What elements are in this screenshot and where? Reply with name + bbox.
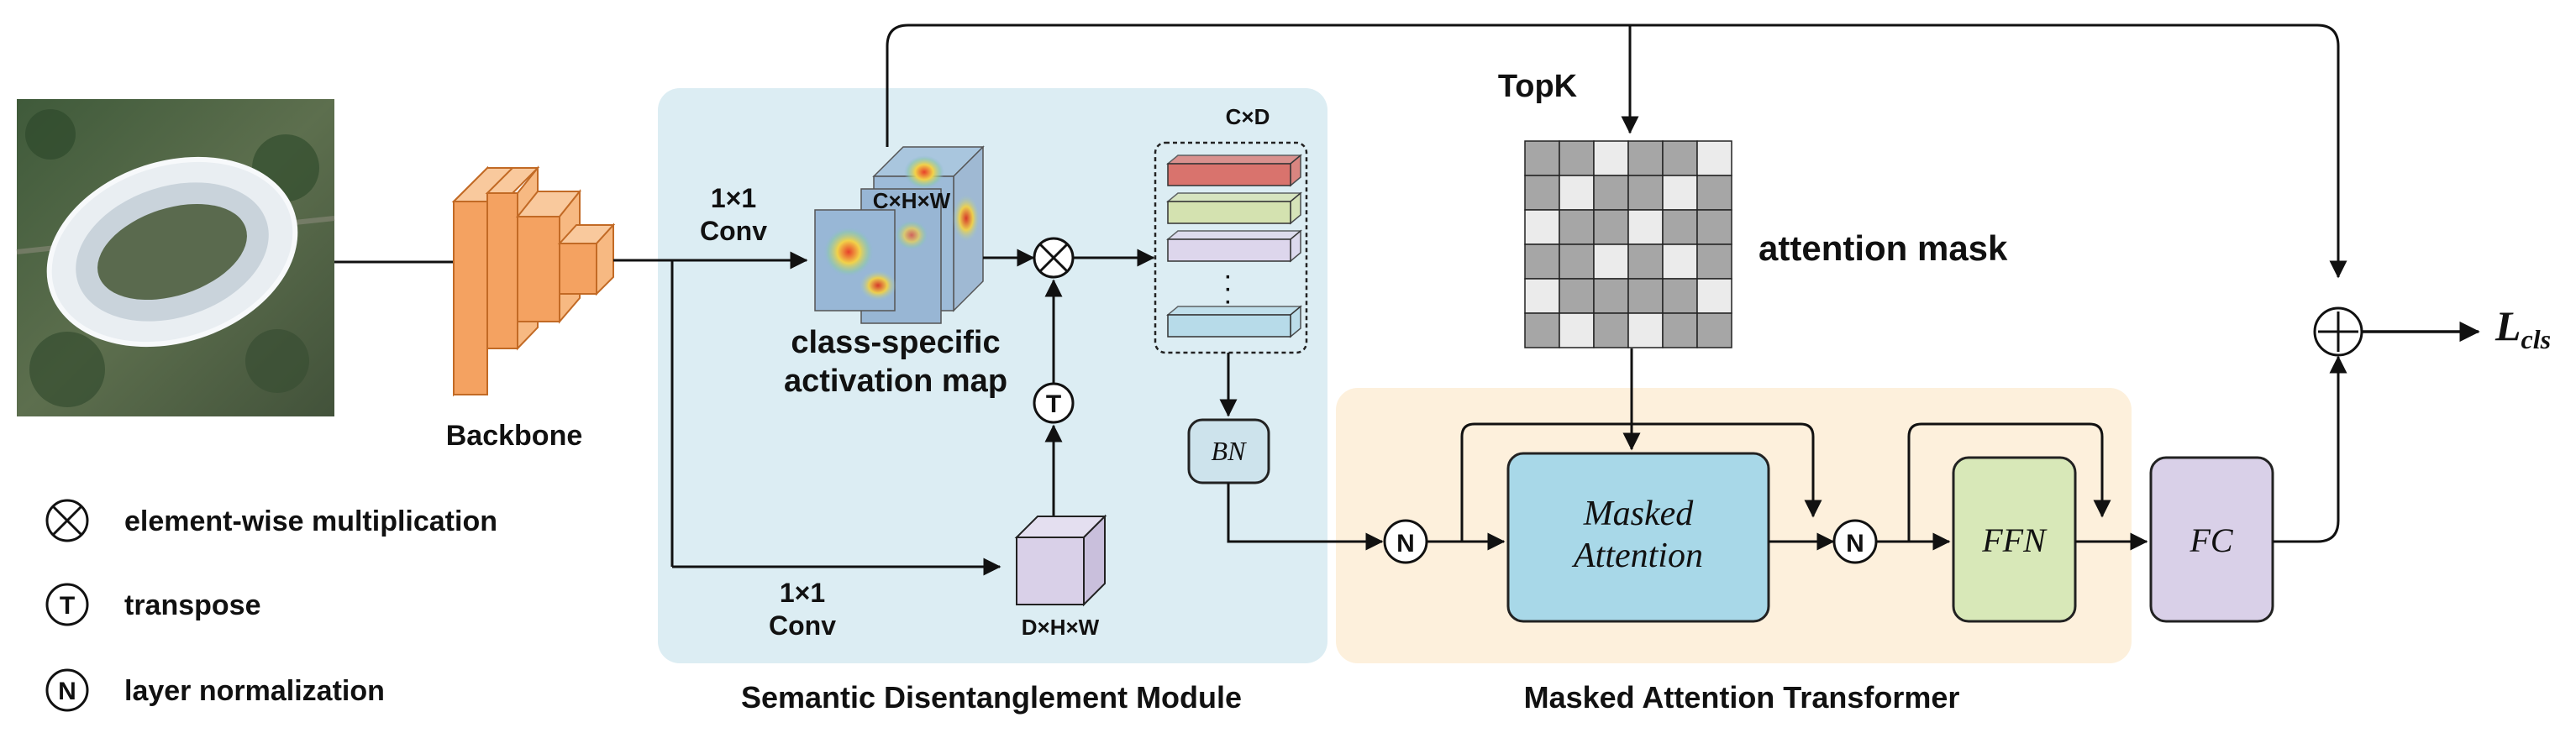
mask-cell bbox=[1627, 278, 1664, 314]
mask-cell bbox=[1559, 209, 1595, 245]
mask-cell bbox=[1662, 209, 1698, 245]
mask-cell bbox=[1559, 243, 1595, 280]
embed-dots-3: · bbox=[1225, 291, 1232, 314]
sum-operator bbox=[2313, 306, 2363, 357]
mask-cell bbox=[1696, 278, 1732, 314]
conv-bottom-label-1: 1×1 bbox=[780, 578, 825, 608]
mask-cell bbox=[1524, 243, 1560, 280]
embed-row bbox=[1167, 201, 1291, 224]
feature-block bbox=[1014, 514, 1107, 607]
legend-norm-symbol: N bbox=[58, 678, 76, 705]
embed-dots-1: · bbox=[1225, 266, 1232, 289]
mask-cell bbox=[1627, 175, 1664, 211]
embed-row-top bbox=[1165, 306, 1303, 316]
attention-mask-label: attention mask bbox=[1759, 228, 2008, 268]
masked-attention-block bbox=[1506, 452, 1770, 623]
mat-title: Masked Attention Transformer bbox=[1524, 680, 1960, 715]
mask-cell bbox=[1559, 278, 1595, 314]
legend-transpose-label: transpose bbox=[124, 589, 261, 621]
mask-cell bbox=[1696, 312, 1732, 348]
loss-main: L bbox=[2495, 302, 2521, 349]
mask-cell bbox=[1593, 175, 1629, 211]
mask-cell bbox=[1593, 243, 1629, 280]
embed-stack-frame bbox=[1154, 141, 1308, 354]
embed-dims: C×D bbox=[1226, 104, 1270, 129]
attention-mask-grid bbox=[1524, 140, 1732, 348]
embed-row-top bbox=[1165, 230, 1303, 240]
fc-block bbox=[2149, 456, 2274, 623]
loss-label: Lcls bbox=[2495, 302, 2551, 354]
mask-cell bbox=[1593, 312, 1629, 348]
mask-cell bbox=[1696, 209, 1732, 245]
mask-cell bbox=[1662, 243, 1698, 280]
embed-row-top bbox=[1165, 154, 1303, 165]
mask-cell bbox=[1627, 243, 1664, 280]
multiply-operator bbox=[1033, 237, 1075, 279]
backbone-label: Backbone bbox=[446, 420, 583, 452]
legend: element-wise multiplication T transpose … bbox=[45, 499, 497, 712]
mask-cell bbox=[1524, 140, 1560, 176]
legend-multiply-icon bbox=[45, 499, 89, 542]
mask-cell bbox=[1696, 140, 1732, 176]
mask-cell bbox=[1627, 209, 1664, 245]
legend-transpose-icon bbox=[45, 583, 89, 626]
feature-dims: D×H×W bbox=[1022, 615, 1100, 640]
mask-cell bbox=[1559, 140, 1595, 176]
bn-label: BN bbox=[1212, 436, 1248, 466]
activation-map-cube bbox=[814, 145, 985, 324]
layer-norm-1-symbol: N bbox=[1396, 530, 1415, 558]
legend-norm-icon bbox=[45, 668, 89, 712]
embed-row bbox=[1167, 238, 1291, 262]
embed-row bbox=[1167, 314, 1291, 338]
mask-cell bbox=[1559, 175, 1595, 211]
layer-norm-2-symbol: N bbox=[1846, 530, 1864, 558]
ffn-label: FFN bbox=[1981, 521, 2048, 559]
input-image bbox=[16, 99, 335, 416]
mask-cell bbox=[1524, 209, 1560, 245]
transpose-operator bbox=[1033, 382, 1075, 424]
mask-cell bbox=[1524, 312, 1560, 348]
mask-cell bbox=[1524, 278, 1560, 314]
mask-cell bbox=[1524, 175, 1560, 211]
mask-cell bbox=[1627, 312, 1664, 348]
conv-top-label-1: 1×1 bbox=[711, 183, 756, 213]
legend-transpose-symbol: T bbox=[60, 592, 75, 620]
mask-cell bbox=[1593, 140, 1629, 176]
cam-caption-2: activation map bbox=[784, 364, 1007, 399]
mask-cell bbox=[1559, 312, 1595, 348]
mask-cell bbox=[1662, 278, 1698, 314]
mask-cell bbox=[1696, 175, 1732, 211]
legend-norm-label: layer normalization bbox=[124, 675, 385, 707]
mask-cell bbox=[1662, 140, 1698, 176]
legend-multiply-label: element-wise multiplication bbox=[124, 505, 497, 537]
embed-dots-2: · bbox=[1225, 279, 1232, 301]
loss-sub: cls bbox=[2521, 324, 2552, 354]
conv-bottom-label-2: Conv bbox=[769, 610, 836, 641]
mask-cell bbox=[1662, 312, 1698, 348]
cam-caption-1: class-specific bbox=[791, 325, 1000, 360]
mask-cell bbox=[1627, 140, 1664, 176]
embed-rows bbox=[1165, 154, 1303, 338]
mask-cell bbox=[1593, 209, 1629, 245]
embed-row-top bbox=[1165, 192, 1303, 202]
topk-label: TopK bbox=[1498, 69, 1578, 104]
sdm-title: Semantic Disentanglement Module bbox=[741, 680, 1242, 715]
activation-map-dims: C×H×W bbox=[873, 188, 951, 213]
fc-label: FC bbox=[2189, 521, 2233, 559]
transpose-symbol: T bbox=[1046, 390, 1061, 418]
masked-attention-label-1: Masked bbox=[1583, 495, 1695, 533]
backbone-icon bbox=[451, 165, 616, 397]
ffn-block bbox=[1952, 456, 2077, 623]
masked-attention-label-2: Attention bbox=[1571, 537, 1703, 575]
mask-cell bbox=[1593, 278, 1629, 314]
mask-cell bbox=[1662, 175, 1698, 211]
conv-top-label-2: Conv bbox=[700, 216, 767, 246]
embed-row bbox=[1167, 163, 1291, 186]
mask-cell bbox=[1696, 243, 1732, 280]
